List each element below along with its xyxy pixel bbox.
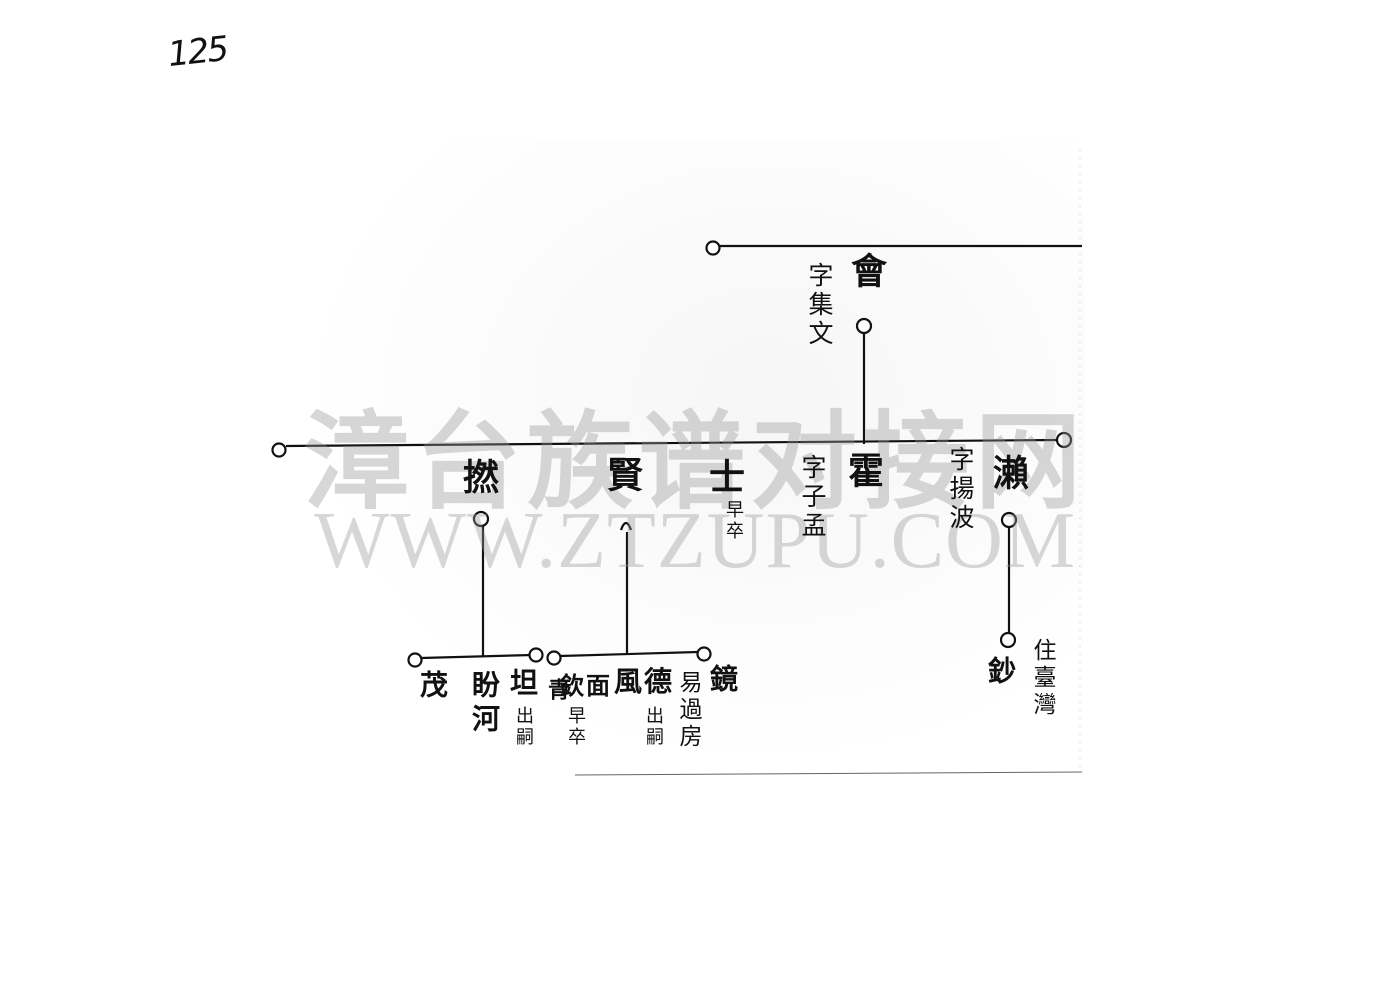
xian-children-line — [559, 650, 699, 658]
middle-right-node — [1055, 431, 1073, 449]
person-jing-name: 鏡 — [706, 664, 739, 694]
nian-children-right-node — [528, 647, 544, 663]
person-huo-name: 霍 — [842, 452, 884, 488]
person-xian-name: 賢 — [601, 456, 643, 492]
person-lai-name: 瀨 — [987, 454, 1029, 490]
person-nian-name: 撚 — [457, 458, 499, 494]
person-huo-courtesy: 字子孟 — [798, 454, 827, 541]
person-hui-name: 會 — [845, 252, 887, 288]
person-fengde-note: 出嗣 — [643, 706, 664, 748]
hui-node — [855, 317, 873, 335]
xian-node — [619, 521, 633, 531]
xian-children-right-node — [696, 646, 712, 662]
lai-node — [1000, 511, 1018, 529]
person-tan-note: 出嗣 — [513, 706, 534, 748]
person-he-name: 河 — [468, 704, 501, 734]
chao-node — [999, 631, 1017, 649]
nian-children-left-node — [407, 652, 423, 668]
middle-left-node — [271, 442, 287, 458]
person-hui-courtesy: 字集文 — [805, 262, 834, 349]
person-jing-note: 易過房 — [675, 670, 701, 751]
person-qinmian-name: 欽面 — [560, 671, 612, 700]
nian-children-line — [420, 653, 533, 660]
person-chao-note: 住臺灣 — [1029, 638, 1055, 719]
top-line-node — [705, 240, 721, 256]
person-qing-name: 青 — [544, 678, 570, 702]
person-chao-name: 鈔 — [984, 656, 1017, 686]
person-shi-note: 早卒 — [723, 500, 744, 542]
person-shi-name: 士 — [703, 458, 745, 494]
person-mao-name: 茂 — [416, 670, 449, 700]
person-pan-label: 盼 — [468, 670, 501, 700]
xian-children-left-node — [546, 650, 562, 666]
middle-branch-line — [285, 438, 1059, 448]
person-lai-courtesy: 字揚波 — [946, 446, 975, 533]
person-qinmian-note: 早卒 — [565, 706, 586, 748]
nian-node — [472, 510, 490, 528]
person-tan-name: 坦 — [506, 668, 539, 698]
person-fengde-name: 風德 — [614, 665, 675, 698]
